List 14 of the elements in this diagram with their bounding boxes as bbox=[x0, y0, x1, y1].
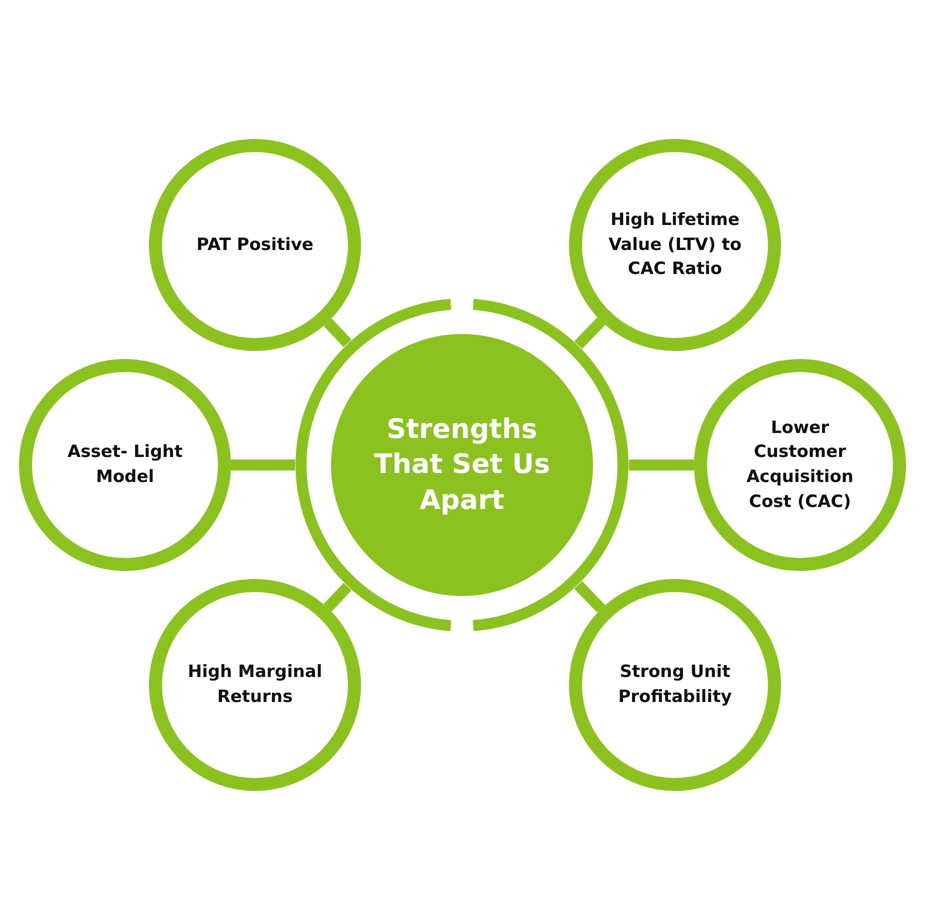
strength-label: Asset- Light Model bbox=[66, 441, 184, 489]
hub-ring bbox=[295, 298, 629, 632]
connector-line bbox=[324, 318, 352, 348]
strength-label: High Lifetime Value (LTV) to CAC Ratio bbox=[607, 209, 743, 282]
strength-label: Lower Customer Acquisition Cost (CAC) bbox=[745, 416, 854, 514]
connector-line bbox=[231, 460, 295, 470]
strength-label: High Marginal Returns bbox=[186, 661, 324, 709]
connector-line bbox=[574, 317, 606, 349]
strength-label: PAT Positive bbox=[196, 234, 314, 257]
connector-line bbox=[574, 581, 606, 613]
connector-line bbox=[324, 582, 352, 612]
connector-line bbox=[629, 460, 694, 470]
hub-title: Strengths That Set Us Apart bbox=[372, 413, 552, 518]
strength-label: Strong Unit Profitability bbox=[617, 661, 733, 709]
